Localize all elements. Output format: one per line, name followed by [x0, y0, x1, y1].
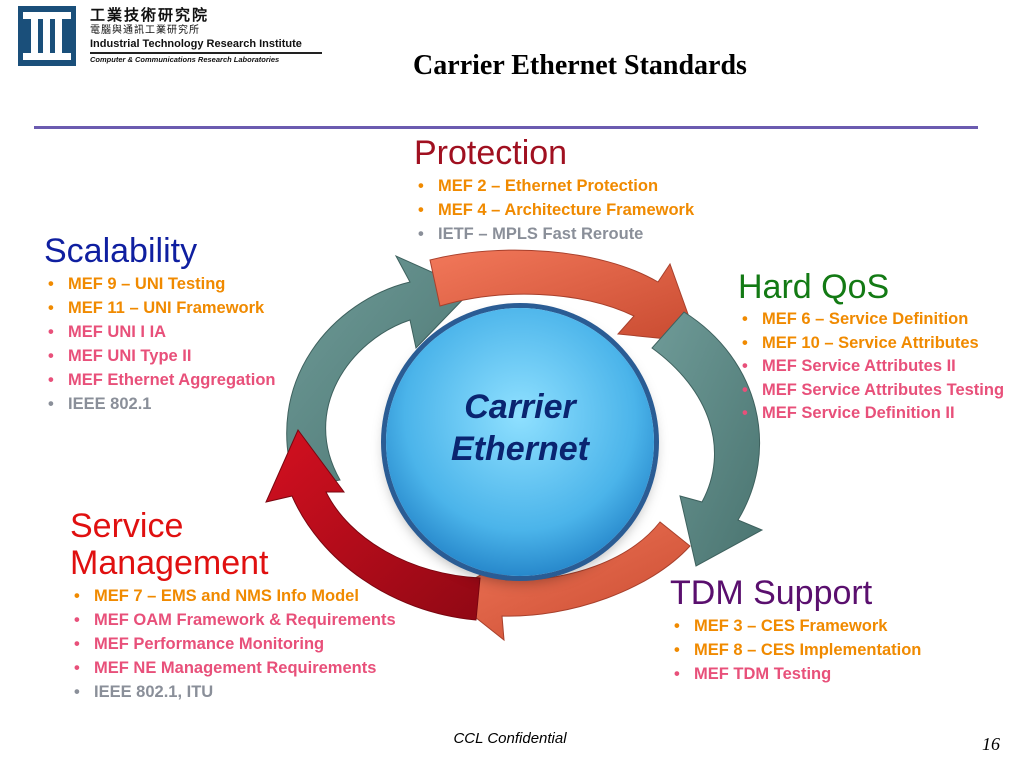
footer-confidential: CCL Confidential [453, 730, 567, 747]
tdm-support-section: TDM Support MEF 3 – CES Framework MEF 8 … [670, 574, 990, 686]
service-management-item: MEF OAM Framework & Requirements [70, 608, 470, 632]
protection-item: IETF – MPLS Fast Reroute [414, 222, 774, 246]
service-management-item: IEEE 802.1, ITU [70, 680, 470, 704]
logo-rule [90, 52, 322, 54]
tdm-support-item: MEF 8 – CES Implementation [670, 638, 990, 662]
protection-heading: Protection [414, 134, 568, 172]
protection-item: MEF 4 – Architecture Framework [414, 198, 774, 222]
scalability-item: IEEE 802.1 [44, 392, 344, 416]
hard-qos-section: Hard QoS MEF 6 – Service Definition MEF … [738, 268, 1020, 426]
protection-item: MEF 2 – Ethernet Protection [414, 174, 774, 198]
scalability-item: MEF UNI I IA [44, 320, 344, 344]
center-label-line2: Ethernet [451, 430, 589, 468]
scalability-heading: Scalability [44, 232, 198, 270]
tdm-support-heading: TDM Support [670, 574, 873, 612]
hard-qos-heading: Hard QoS [738, 268, 890, 306]
scalability-item: MEF 9 – UNI Testing [44, 272, 344, 296]
logo-chinese-name: 工業技術研究院 [90, 6, 210, 24]
slide-title: Carrier Ethernet Standards [413, 50, 747, 81]
scalability-section: Scalability MEF 9 – UNI Testing MEF 11 –… [44, 232, 344, 416]
protection-section: Protection MEF 2 – Ethernet Protection M… [414, 134, 774, 246]
scalability-item: MEF UNI Type II [44, 344, 344, 368]
logo-chinese-subname: 電腦與通訊工業研究所 [90, 25, 200, 36]
logo-english-subname: Computer & Communications Research Labor… [90, 55, 280, 64]
service-heading-line2: Management [70, 544, 269, 582]
service-management-section: Service Management MEF 7 – EMS and NMS I… [70, 508, 470, 705]
itri-logo-mark [18, 6, 76, 66]
center-label-line1: Carrier [464, 388, 576, 426]
service-management-heading: Service Management [70, 508, 470, 582]
hard-qos-item: MEF 6 – Service Definition [738, 308, 1020, 332]
tdm-support-item: MEF TDM Testing [670, 662, 990, 686]
hard-qos-item: MEF Service Definition II [738, 402, 1020, 426]
hard-qos-item: MEF 10 – Service Attributes [738, 332, 1020, 356]
hard-qos-item: MEF Service Attributes Testing [738, 379, 1020, 403]
hard-qos-item: MEF Service Attributes II [738, 355, 1020, 379]
scalability-item: MEF 11 – UNI Framework [44, 296, 344, 320]
itri-logo: 工業技術研究院 電腦與通訊工業研究所 Industrial Technology… [18, 6, 322, 70]
scalability-item: MEF Ethernet Aggregation [44, 368, 344, 392]
cycle-arrows-graphic [265, 249, 764, 642]
page-number: 16 [982, 734, 1000, 754]
logo-english-name: Industrial Technology Research Institute [90, 38, 302, 50]
service-heading-line1: Service [70, 507, 184, 545]
carrier-ethernet-circle: Carrier Ethernet [386, 308, 654, 576]
tdm-support-item: MEF 3 – CES Framework [670, 614, 990, 638]
service-management-item: MEF Performance Monitoring [70, 632, 470, 656]
service-management-item: MEF NE Management Requirements [70, 656, 470, 680]
title-divider [34, 126, 978, 129]
service-management-item: MEF 7 – EMS and NMS Info Model [70, 584, 470, 608]
